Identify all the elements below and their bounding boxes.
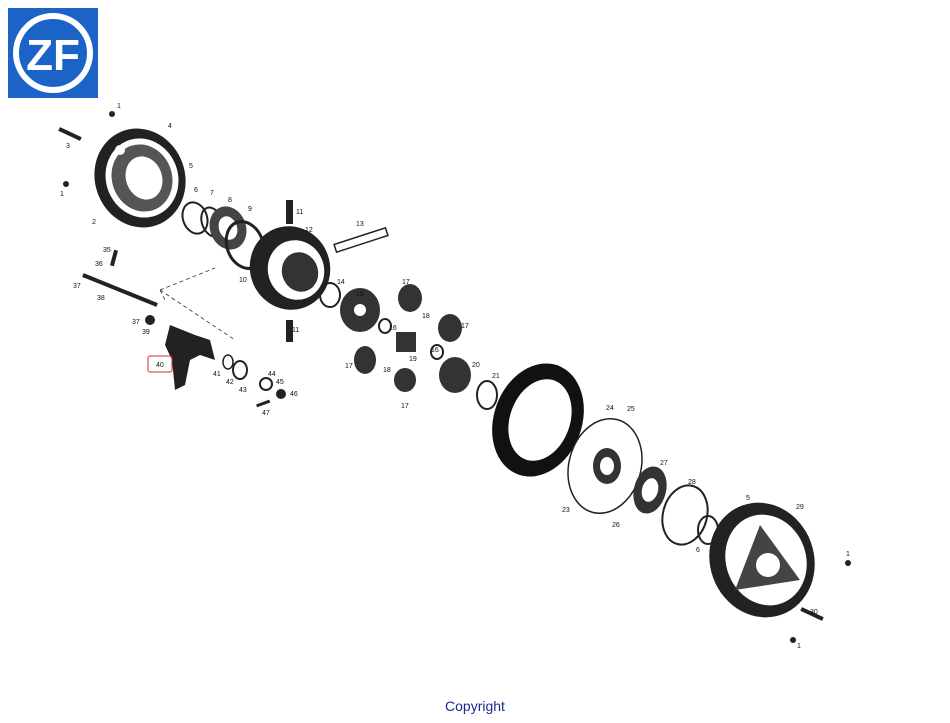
part-label[interactable]: 1 xyxy=(846,551,850,558)
part-label[interactable]: 37 xyxy=(73,283,81,290)
part-label[interactable]: 6 xyxy=(194,187,198,194)
part-label[interactable]: 22 xyxy=(551,365,559,372)
part-label[interactable]: 4 xyxy=(168,123,172,130)
part-label[interactable]: 40 xyxy=(156,362,164,369)
copyright-text: Copyright xyxy=(445,698,505,714)
part-label[interactable]: 19 xyxy=(409,356,417,363)
ring-part[interactable] xyxy=(178,199,211,237)
part-label[interactable]: 18 xyxy=(422,313,430,320)
ring-part[interactable] xyxy=(222,354,234,370)
left-housing[interactable] xyxy=(81,116,200,241)
part-label[interactable]: 44 xyxy=(268,371,276,378)
gear-part[interactable] xyxy=(438,314,462,342)
ring-part[interactable] xyxy=(378,318,392,334)
part-label[interactable]: 17 xyxy=(461,323,469,330)
gear-part[interactable] xyxy=(439,357,471,393)
part-label[interactable]: 45 xyxy=(276,379,284,386)
part-label[interactable]: 2 xyxy=(92,219,96,226)
part-label[interactable]: 7 xyxy=(210,190,214,197)
pin-part[interactable] xyxy=(800,607,824,621)
part-label[interactable]: 15 xyxy=(356,291,364,298)
part-label[interactable]: 29 xyxy=(796,504,804,511)
part-label[interactable]: 39 xyxy=(142,329,150,336)
part-label[interactable]: 37 xyxy=(132,319,140,326)
bolt-part[interactable] xyxy=(790,637,796,643)
part-label[interactable]: 21 xyxy=(492,373,500,380)
logo-text: ZF xyxy=(26,31,80,80)
gear-part[interactable] xyxy=(398,284,422,312)
part-label[interactable]: 27 xyxy=(660,460,668,467)
part-label[interactable]: 17 xyxy=(401,403,409,410)
part-label[interactable]: 47 xyxy=(262,410,270,417)
part-label[interactable]: 1 xyxy=(797,643,801,650)
bolt-part[interactable] xyxy=(109,111,115,117)
part-label[interactable]: 10 xyxy=(239,277,247,284)
part-label[interactable]: 36 xyxy=(95,261,103,268)
part-label[interactable]: 11 xyxy=(292,327,299,334)
part-label[interactable]: 16 xyxy=(389,325,397,332)
ring-part[interactable] xyxy=(656,480,714,549)
part-label[interactable]: 14 xyxy=(337,279,345,286)
cross-block-part[interactable] xyxy=(396,332,416,352)
part-label[interactable]: 41 xyxy=(213,371,221,378)
part-label[interactable]: 9 xyxy=(248,206,252,213)
pin-part[interactable] xyxy=(286,320,293,342)
part-label[interactable]: 1 xyxy=(117,103,121,110)
ring-part[interactable] xyxy=(276,389,286,399)
part-label[interactable]: 43 xyxy=(239,387,247,394)
shift-fork-part[interactable] xyxy=(165,325,215,390)
ring-gear[interactable] xyxy=(477,350,599,489)
part-label[interactable]: 35 xyxy=(103,247,111,254)
part-labels: 1 1 1 1 2 3 4 5 5 6 6 7 8 9 10 11 11 12 … xyxy=(60,103,850,650)
part-label[interactable]: 17 xyxy=(345,363,353,370)
gear-part[interactable] xyxy=(354,346,376,374)
pin-part[interactable] xyxy=(58,127,82,141)
part-label[interactable]: 17 xyxy=(402,279,410,286)
ring-part[interactable] xyxy=(430,344,444,360)
pin-part[interactable] xyxy=(286,200,293,224)
part-label[interactable]: 13 xyxy=(356,221,364,228)
part-label[interactable]: 5 xyxy=(746,495,750,502)
pin-part[interactable] xyxy=(109,249,119,267)
part-label[interactable]: 11 xyxy=(296,209,303,216)
ring-part[interactable] xyxy=(259,377,273,391)
part-label[interactable]: 8 xyxy=(228,197,232,204)
part-label[interactable]: 30 xyxy=(810,609,818,616)
part-label[interactable]: 28 xyxy=(688,479,696,486)
part-label[interactable]: 18 xyxy=(383,367,391,374)
part-label[interactable]: 46 xyxy=(290,391,298,398)
part-label[interactable]: 38 xyxy=(97,295,105,302)
part-label[interactable]: 20 xyxy=(472,362,480,369)
bolt-part[interactable] xyxy=(63,181,69,187)
bolt-part[interactable] xyxy=(145,315,155,325)
shift-shaft-part[interactable] xyxy=(82,273,158,307)
gear-part[interactable] xyxy=(394,368,416,392)
part-label[interactable]: 25 xyxy=(627,406,635,413)
spring-part[interactable] xyxy=(232,360,248,380)
bolt-part[interactable] xyxy=(845,560,851,566)
differential-case[interactable] xyxy=(238,215,342,321)
part-label[interactable]: 12 xyxy=(305,227,313,234)
guide-line xyxy=(159,267,236,341)
part-label[interactable]: 1 xyxy=(60,191,64,198)
part-label[interactable]: 42 xyxy=(226,379,234,386)
pin-part[interactable] xyxy=(256,399,271,408)
part-label[interactable]: 23 xyxy=(562,507,570,514)
part-label[interactable]: 16 xyxy=(431,347,439,354)
part-label[interactable]: 3 xyxy=(66,143,70,150)
clutch-plate[interactable] xyxy=(558,410,652,521)
part-label[interactable]: 6 xyxy=(696,547,700,554)
zf-logo: ZF xyxy=(8,8,98,98)
part-label[interactable]: 5 xyxy=(189,163,193,170)
ring-part[interactable] xyxy=(476,380,498,410)
part-label[interactable]: 24 xyxy=(606,405,614,412)
part-label[interactable]: 26 xyxy=(612,522,620,529)
right-housing[interactable] xyxy=(693,488,830,633)
shaft-part[interactable] xyxy=(333,226,389,254)
ring-part[interactable] xyxy=(319,282,341,308)
highlight-box[interactable] xyxy=(147,355,173,373)
